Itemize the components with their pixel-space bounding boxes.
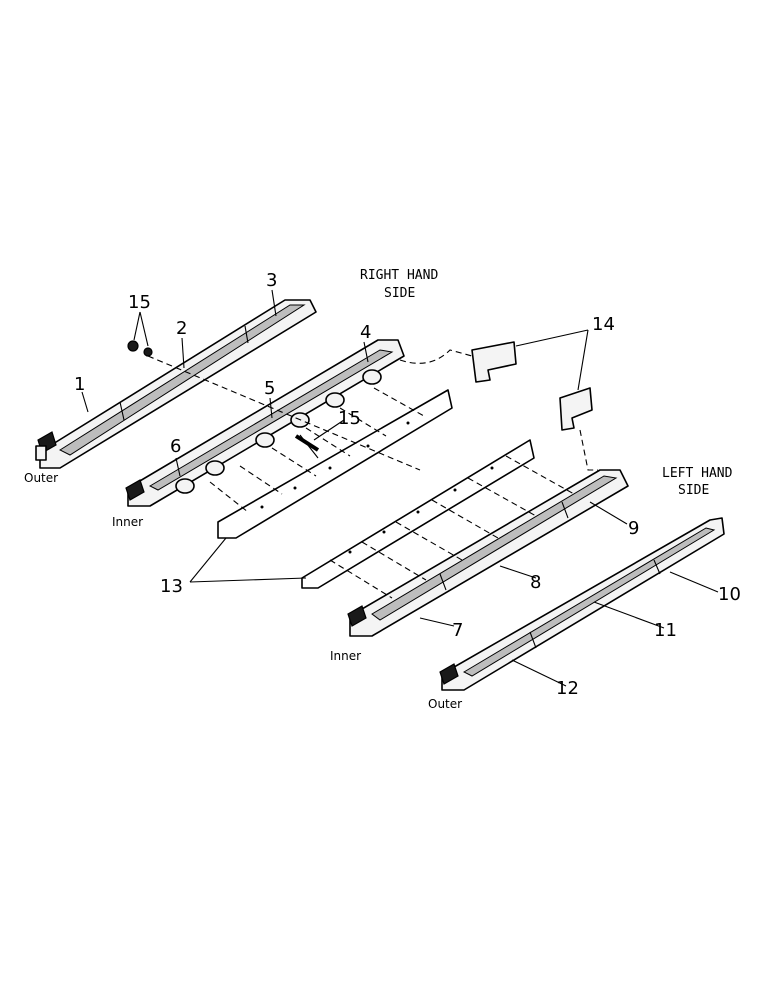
callout-15-stud: 15: [338, 408, 361, 429]
lh-wear-bar-holes: [348, 466, 494, 554]
callout-6: 6: [170, 436, 181, 457]
rh-mounting-bracket: [471, 341, 517, 383]
lh-outer-rail-assembly: [439, 517, 725, 691]
caption-inner-rh: Inner: [112, 515, 143, 529]
callout-8: 8: [530, 572, 541, 593]
callout-13: 13: [160, 576, 183, 597]
callout-14: 14: [592, 314, 615, 335]
caption-outer-lh: Outer: [428, 697, 462, 711]
rh-side-heading-line1: RIGHT HAND: [360, 268, 438, 283]
bolt-pair: [127, 340, 153, 357]
assembly-lines: [147, 349, 598, 599]
lh-inner-rail-assembly: [347, 469, 629, 637]
callout-3: 3: [266, 270, 277, 291]
lh-side-heading-line2: SIDE: [678, 483, 709, 498]
callout-15-bolts: 15: [128, 292, 151, 313]
rh-wear-bar: [217, 389, 453, 539]
callout-12: 12: [556, 678, 579, 699]
callout-10: 10: [718, 584, 741, 605]
callout-11: 11: [654, 620, 677, 641]
rh-outer-rail-assembly: [35, 299, 317, 469]
leader-lines: [81, 289, 719, 687]
caption-outer-rh: Outer: [24, 471, 58, 485]
rh-side-heading-line2: SIDE: [384, 286, 415, 301]
lh-side-heading-line1: LEFT HAND: [662, 466, 733, 481]
callout-4: 4: [360, 322, 371, 343]
rh-inner-rail-assembly: [125, 339, 405, 507]
stud-bolt: [294, 434, 320, 452]
callout-9: 9: [628, 518, 639, 539]
rh-wear-bar-holes: [260, 421, 410, 509]
callout-5: 5: [264, 378, 275, 399]
clamp-brackets: [175, 369, 382, 494]
callout-2: 2: [176, 318, 187, 339]
lh-wear-bar: [301, 439, 535, 589]
lh-mounting-bracket: [559, 387, 593, 431]
callout-7: 7: [452, 620, 463, 641]
caption-inner-lh: Inner: [330, 649, 361, 663]
callout-1: 1: [74, 374, 85, 395]
